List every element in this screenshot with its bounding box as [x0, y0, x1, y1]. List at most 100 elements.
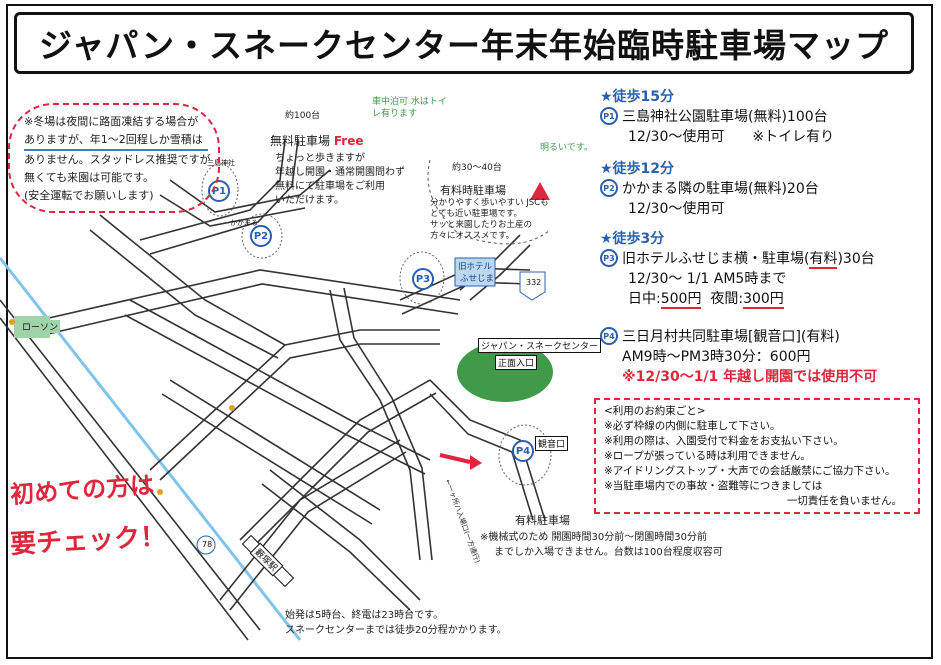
walk12-detail: 12/30〜使用可 [628, 201, 725, 217]
signal [9, 319, 15, 325]
day-label: 日中: [628, 291, 661, 307]
p4-detail: AM9時〜PM3時30分：600円 [622, 349, 811, 365]
hotel-label-2: ふせじま [460, 274, 495, 284]
shrine-label: 三島神社 [207, 159, 235, 167]
p3-note-line: 方々にオススメです。 [430, 231, 515, 241]
walk3-name-a: 旧ホテルふせじま横・駐車場( [622, 251, 810, 267]
red-arrow [439, 453, 471, 464]
p1-note-line: いただけます。 [275, 195, 344, 206]
p4-note-title: 有料駐車場 [515, 514, 570, 527]
winter-note: ※冬場は夜間に路面凍結する場合が ありますが、年1〜2回程しか雪積は ありません… [8, 103, 220, 213]
p3-area [399, 251, 445, 305]
title-banner: ジャパン・スネークセンター年末年始臨時駐車場マップ [14, 12, 914, 74]
p1-note-line: 無料にて駐車場をご利用 [275, 181, 385, 192]
rule-item: ※ロープが張っている時は利用できません。 [604, 450, 811, 462]
red-arrow-head [470, 455, 482, 470]
p4-note-line: までしか入場できません。台数は100台程度収容可 [494, 547, 723, 558]
winter-note-line: ありません。スタッドレス推奨ですが [24, 153, 211, 166]
page-frame [6, 4, 933, 659]
walk3-name: 旧ホテルふせじま横・駐車場(有料)30台 [622, 248, 875, 269]
rule-item: ※当駐車場内での事故・盗難等につきましては [604, 480, 823, 492]
walk3-name-row: P3 旧ホテルふせじま横・駐車場(有料)30台 [600, 248, 930, 269]
rules-box: <利用のお約束ごと> ※必ず枠線の内側に駐車して下さい。 ※利用の際は、入園受付… [594, 398, 920, 514]
walk3-heading: ★徒歩3分 [600, 231, 665, 247]
day-price: 500円 [660, 291, 702, 309]
transit-note-line: スネークセンターまでは徒歩20分程かかります。 [285, 625, 507, 636]
winter-note-line: ありますが、年1〜2回程しか雪積は [24, 131, 208, 151]
walk12-heading: ★徒歩12分 [600, 161, 675, 177]
p4-warning: ※12/30〜1/1 年越し開園では使用不可 [622, 369, 878, 385]
p1-note-title-text: 無料駐車場 [270, 134, 331, 148]
route332-shield [519, 271, 546, 301]
walk15-detail: 12/30〜使用可 ※トイレ有り [628, 129, 835, 145]
p4-name: 三日月村共同駐車場[観音口](有料) [622, 329, 840, 345]
green-note: 車中泊可 水はトイレ有ります [372, 97, 447, 119]
pin-icon: P3 [600, 249, 618, 267]
walk15-heading: ★徒歩15分 [600, 89, 675, 105]
pin-icon: P4 [600, 327, 618, 345]
walk3-prices: 日中:500円 夜間:300円 [600, 288, 930, 309]
p3-note-body: 分かりやすく歩いやすい JSCも とても近い駐車場です。 サッと来園したりお土産… [430, 198, 549, 242]
transit-note: 始発は5時台、終電は23時台です。 スネークセンターまでは徒歩20分程かかります… [285, 608, 507, 638]
night-label: 夜間: [710, 291, 744, 307]
lawson-label: ローソン [20, 320, 61, 333]
hotel-label-1: 旧ホテル [458, 262, 493, 272]
route78-shield [196, 535, 216, 555]
p3-note-line: サッと来園したりお土産の [430, 220, 533, 230]
walk12-name: かかまる隣の駐車場(無料)20台 [622, 181, 819, 197]
winter-note-line: (安全運転でお願いします) [24, 189, 154, 202]
pin-p4: P4 [512, 440, 534, 462]
p2-area [241, 213, 283, 259]
p1-note-body: ちょっと歩きますが 年越し開園・通常開園問わず 無料にて駐車場をご利用 いただけ… [275, 152, 405, 208]
p3-note-line: とても近い駐車場です。 [430, 209, 522, 219]
pin-icon: P2 [600, 179, 618, 197]
rule-item: ※必ず枠線の内側に駐車して下さい。 [604, 420, 781, 432]
jsc-label: ジャパン・スネークセンター [478, 338, 602, 353]
night-price: 300円 [743, 291, 784, 309]
p4-name-row: P4 三日月村共同駐車場[観音口](有料) [600, 326, 930, 346]
hotel-box [454, 257, 496, 287]
walk15-name: 三島神社公園駐車場(無料)100台 [622, 109, 828, 125]
walk3-paid: 有料 [809, 251, 838, 269]
signal [229, 405, 235, 411]
section-p4: P4 三日月村共同駐車場[観音口](有料) AM9時〜PM3時30分：600円 … [600, 326, 930, 386]
p3-note-title: 有料時駐車場 [440, 184, 506, 197]
walk15-name-row: P1 三島神社公園駐車場(無料)100台 [600, 106, 930, 126]
rule-item: ※アイドリングストップ・大声での会話厳禁にご協力下さい。 [604, 465, 896, 477]
walk3-detail: 12/30〜 1/1 AM5時まで [628, 271, 787, 287]
signal [157, 489, 163, 495]
p1-note-title: 無料駐車場 Free [270, 132, 363, 149]
kakamaru-label: かかまる [230, 219, 258, 227]
page-title: ジャパン・スネークセンター年末年始臨時駐車場マップ [39, 26, 889, 65]
p4-note-line: ※機械式のため 開園時間30分前〜閉園時間30分前 [480, 532, 708, 543]
free-label: Free [333, 134, 364, 148]
section-walk3: ★徒歩3分 P3 旧ホテルふせじま横・駐車場(有料)30台 12/30〜 1/1… [600, 228, 930, 309]
p3-bright: 明るいです。 [540, 143, 593, 153]
winter-note-line: 無くても来園は可能です。 [24, 171, 155, 184]
winter-note-line: ※冬場は夜間に路面凍結する場合が [24, 115, 199, 128]
caution-icon [530, 182, 550, 200]
p1-note-count: 約100台 [285, 111, 321, 121]
pin-p2: P2 [250, 225, 272, 247]
section-walk12: ★徒歩12分 P2 かかまる隣の駐車場(無料)20台 12/30〜使用可 [600, 158, 930, 218]
transit-note-line: 始発は5時台、終電は23時台です。 [285, 610, 444, 621]
rule-item: ※利用の際は、入園受付で料金をお支払い下さい。 [604, 435, 844, 447]
walk3-name-b: )30台 [837, 251, 875, 267]
p1-note-line: ちょっと歩きますが [275, 153, 365, 164]
section-walk15: ★徒歩15分 P1 三島神社公園駐車場(無料)100台 12/30〜使用可 ※ト… [600, 86, 930, 146]
p3-note-count: 約30〜40台 [452, 163, 502, 173]
p3-note-outline [427, 159, 551, 245]
route332-label: 332 [526, 278, 542, 287]
p1-note-line: 年越し開園・通常開園問わず [275, 167, 405, 178]
p3-note-line: 分かりやすく歩いやすい JSCも [430, 198, 549, 208]
p4-note-body: ※機械式のため 開園時間30分前〜閉園時間30分前 までしか入場できません。台数… [480, 530, 723, 560]
kannonguchi-label: 観音口 [535, 436, 569, 451]
route78-label: 78 [202, 540, 213, 549]
p4-area [498, 424, 552, 486]
rules-heading: <利用のお約束ごと> [604, 405, 706, 417]
pin-p3: P3 [412, 268, 434, 290]
rule-item-last: 一切責任を負いません。 [786, 495, 902, 507]
railway-line [0, 257, 302, 641]
walk12-name-row: P2 かかまる隣の駐車場(無料)20台 [600, 178, 930, 198]
pin-icon: P1 [600, 107, 618, 125]
